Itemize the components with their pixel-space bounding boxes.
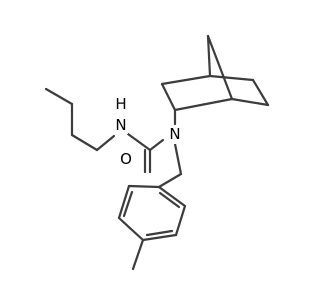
- toluene-ring: [117, 184, 187, 242]
- amide-nh-label: N: [115, 116, 126, 134]
- structure-canvas: N H O N: [44, 34, 270, 271]
- tertiary-n-label: N: [169, 125, 180, 143]
- carbonyl-o-label: O: [120, 150, 132, 168]
- bond-carbonyl-n: [148, 138, 165, 152]
- ring-bond-6: [157, 185, 187, 208]
- butyl-chain: [44, 87, 116, 152]
- bond-butyl-1: [44, 87, 74, 106]
- bond-c4-c5: [208, 74, 255, 82]
- bond-c1-c2: [173, 97, 234, 112]
- bond-c4-c7: [206, 34, 212, 78]
- bond-n-ch2: [173, 142, 183, 176]
- ring-bond-1: [127, 184, 161, 189]
- norbornyl-group: [160, 34, 270, 126]
- bond-c7-c1: [206, 34, 234, 101]
- methyl-group: [131, 238, 145, 271]
- bond-c3-c4: [160, 74, 212, 86]
- bond-ch2-ring: [157, 172, 183, 189]
- ring-bond-5: [174, 204, 187, 237]
- bond-ring-methyl: [131, 238, 145, 271]
- ring-double-2: [145, 229, 174, 237]
- bond-butyl-4: [95, 134, 116, 152]
- bond-butyl-3: [70, 133, 99, 152]
- benzyl-group: [157, 142, 183, 189]
- ring-bond-4: [141, 233, 178, 242]
- molecule-structure: N H O N: [44, 34, 270, 271]
- bond-c5-c6: [251, 78, 270, 107]
- atom-labels: N H O N: [112, 95, 183, 168]
- ring-bond-2: [117, 184, 131, 220]
- ring-bond-3: [117, 216, 145, 242]
- bond-c6-c1: [230, 97, 270, 107]
- ring-double-3: [158, 191, 181, 209]
- urea-core: [126, 132, 165, 174]
- ring-double-1: [122, 190, 134, 218]
- bond-c2-c3: [160, 82, 177, 112]
- amide-h-label: H: [115, 95, 126, 113]
- bond-nh-carbonyl: [126, 132, 152, 152]
